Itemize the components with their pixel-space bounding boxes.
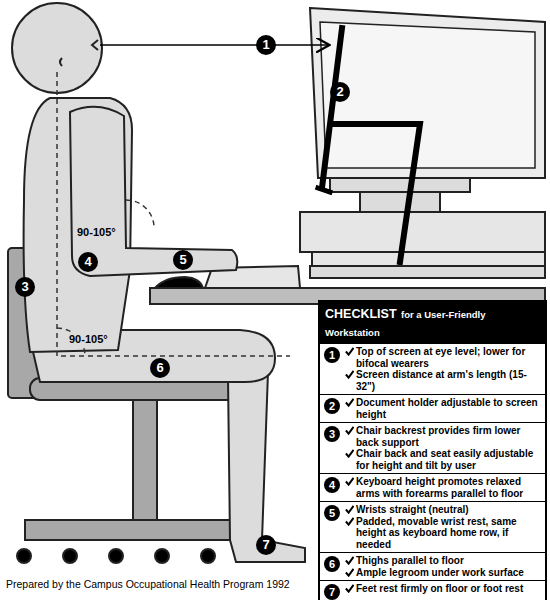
checklist-item: Screen distance at arm's length (15-32")	[345, 369, 542, 392]
checklist-title: CHECKLIST	[325, 307, 397, 321]
checklist-item: Feet rest firmly on floor or foot rest	[345, 583, 542, 595]
callout-number: 7	[324, 584, 340, 600]
item-text: Screen distance at arm's length (15-32")	[356, 369, 542, 392]
check-mark	[345, 398, 354, 407]
checklist-items: Wrists straight (neutral)Padded, movable…	[345, 504, 542, 550]
checklist-items: Keyboard height promotes relaxed arms wi…	[345, 476, 542, 499]
check-mark	[345, 556, 354, 565]
item-text: Top of screen at eye level; lower for bi…	[356, 346, 542, 369]
callout-number: 6	[150, 358, 170, 378]
checklist-items: Feet rest firmly on floor or foot rest	[345, 583, 542, 600]
callout-number: 2	[324, 398, 340, 414]
callout-number: 4	[78, 252, 98, 272]
checklist-item: Document holder adjustable to screen hei…	[345, 397, 542, 420]
checklist-row: 3 Chair backrest provides firm lower back…	[320, 422, 545, 473]
checklist-item: Padded, movable wrist rest, same height …	[345, 516, 542, 551]
callout-number: 3	[324, 426, 340, 442]
computer	[300, 8, 545, 266]
callout-number: 2	[330, 82, 350, 102]
callout-number: 7	[256, 535, 276, 555]
callout-number: 5	[324, 505, 340, 521]
callout-number: 5	[173, 250, 193, 270]
check-mark	[345, 426, 354, 435]
checklist-items: Top of screen at eye level; lower for bi…	[345, 346, 542, 392]
checklist-row: 5 Wrists straight (neutral)Padded, movabl…	[320, 501, 545, 552]
checklist-row: 4 Keyboard height promotes relaxed arms w…	[320, 473, 545, 501]
document-holder	[318, 28, 420, 262]
callout-number: 3	[15, 277, 35, 297]
item-text: Ample legroom under work surface	[356, 567, 524, 579]
item-text: Wrists straight (neutral)	[356, 504, 469, 516]
check-mark	[345, 584, 354, 593]
item-text: Padded, movable wrist rest, same height …	[356, 516, 542, 551]
checklist-row: 7 Feet rest firmly on floor or foot rest	[320, 580, 545, 600]
checklist-items: Thighs parallel to floorAmple legroom un…	[345, 555, 542, 578]
posture-guides	[57, 72, 290, 356]
checklist-item: Thighs parallel to floor	[345, 555, 542, 567]
checklist-items: Chair backrest provides firm lower back …	[345, 425, 542, 471]
item-text: Chair back and seat easily adjustable fo…	[356, 448, 542, 471]
checklist-item: Keyboard height promotes relaxed arms wi…	[345, 476, 542, 499]
check-mark	[345, 505, 354, 514]
check-mark	[345, 517, 354, 526]
checklist-box: CHECKLIST for a User-Friendly Workstatio…	[318, 300, 547, 600]
item-text: Document holder adjustable to screen hei…	[356, 397, 542, 420]
checklist-row: 2 Document holder adjustable to screen he…	[320, 394, 545, 422]
face	[60, 40, 98, 66]
check-mark	[345, 477, 354, 486]
checklist-item: Chair backrest provides firm lower back …	[345, 425, 542, 448]
checklist-row: 1 Top of screen at eye level; lower for b…	[320, 343, 545, 394]
item-text: Feet rest firmly on floor or foot rest	[356, 583, 523, 595]
callout-number: 6	[324, 556, 340, 572]
seated-person	[12, 3, 305, 562]
check-mark	[345, 568, 354, 577]
checklist-items: Document holder adjustable to screen hei…	[345, 397, 542, 420]
checklist-row: 6 Thighs parallel to floorAmple legroom u…	[320, 552, 545, 580]
item-text: Thighs parallel to floor	[356, 555, 464, 567]
check-mark	[345, 347, 354, 356]
callout-number: 1	[256, 35, 276, 55]
angle-label: 90-105°	[68, 333, 109, 346]
checklist-item: Top of screen at eye level; lower for bi…	[345, 346, 542, 369]
check-mark	[345, 370, 354, 379]
angle-label: 90-105°	[76, 226, 117, 239]
item-text: Keyboard height promotes relaxed arms wi…	[356, 476, 542, 499]
callout-number: 4	[324, 477, 340, 493]
checklist-item: Wrists straight (neutral)	[345, 504, 542, 516]
callout-number: 1	[324, 347, 340, 363]
sight-line	[100, 44, 328, 46]
credit-note: Prepared by the Campus Occupational Heal…	[6, 578, 290, 591]
checklist-header: CHECKLIST for a User-Friendly Workstatio…	[320, 302, 545, 343]
check-mark	[345, 449, 354, 458]
checklist-item: Ample legroom under work surface	[345, 567, 542, 579]
checklist-item: Chair back and seat easily adjustable fo…	[345, 448, 542, 471]
item-text: Chair backrest provides firm lower back …	[356, 425, 542, 448]
